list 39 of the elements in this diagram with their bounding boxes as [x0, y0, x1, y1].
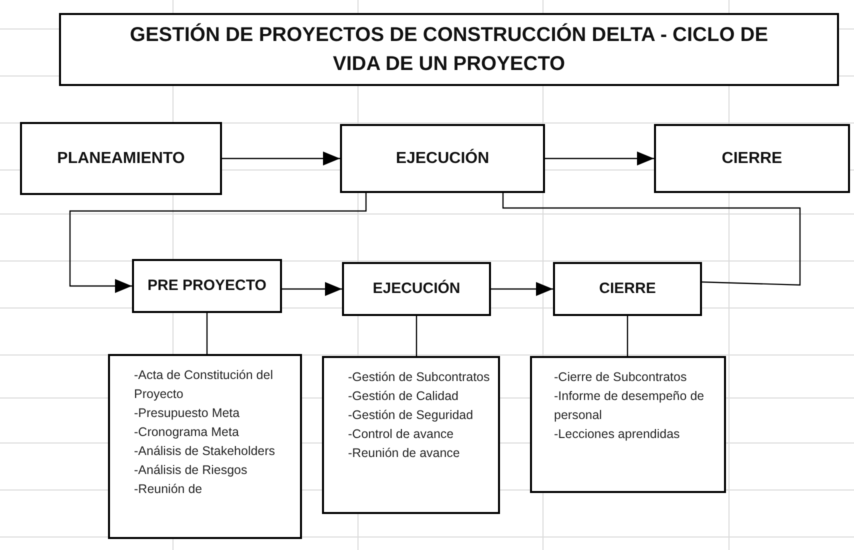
activity-list-box — [322, 356, 500, 514]
box-label: EJECUCIÓN — [396, 148, 490, 168]
connector-line — [626, 316, 628, 356]
activity-item: -Informe de desempeño de personal — [554, 388, 706, 424]
activity-item: -Cierre de Subcontratos — [554, 369, 688, 386]
stage-box — [132, 259, 282, 313]
connector-line — [502, 193, 801, 286]
activity-item: -Gestión de Subcontratos — [348, 369, 490, 386]
connector-line — [206, 313, 208, 354]
arrow — [491, 282, 553, 296]
activity-item: -Cronograma Meta — [134, 424, 240, 441]
stage-box — [342, 262, 491, 316]
arrow — [545, 152, 654, 166]
activity-list-box — [108, 354, 302, 539]
title: GESTIÓN DE PROYECTOS DE CONSTRUCCIÓN DELTA - CICLO DE VIDA DE UN PROYECTO — [128, 22, 770, 76]
activity-item: -Gestión de Seguridad — [348, 407, 474, 424]
activity-item: -Presupuesto Meta — [134, 405, 241, 422]
activity-item: -Gestión de Calidad — [348, 388, 460, 405]
phase-box — [340, 124, 545, 193]
box-label: CIERRE — [599, 278, 656, 299]
activity-item: -Reunión de — [134, 481, 204, 498]
phase-box — [654, 124, 850, 193]
activity-list-box — [530, 356, 726, 493]
activity-item: -Reunión de avance — [348, 445, 461, 462]
arrow — [222, 152, 340, 166]
connector-line — [416, 316, 418, 356]
activity-item: -Control de avance — [348, 426, 455, 443]
box-label: PLANEAMIENTO — [57, 148, 185, 168]
box-label: CIERRE — [722, 148, 782, 168]
phase-box — [20, 122, 222, 195]
arrow — [282, 282, 342, 296]
activity-item: -Acta de Constitución del Proyecto — [134, 367, 274, 403]
box-label: EJECUCIÓN — [372, 278, 460, 299]
stage-box — [553, 262, 702, 316]
activity-item: -Análisis de Stakeholders — [134, 443, 276, 460]
activity-item: -Lecciones aprendidas — [554, 426, 681, 443]
box-label: PRE PROYECTO — [148, 276, 266, 296]
activity-item: -Análisis de Riesgos — [134, 462, 248, 479]
arrow — [69, 193, 367, 293]
